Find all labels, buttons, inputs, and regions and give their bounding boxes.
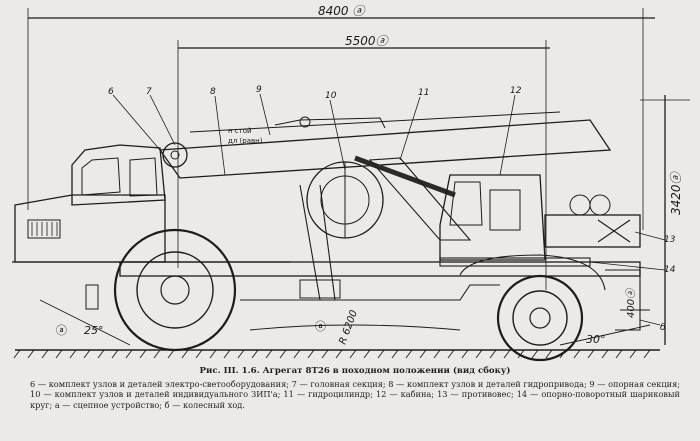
turn-radius-label: R 6200	[337, 309, 360, 346]
height-label: 3420ⓐ	[669, 170, 683, 215]
turn-radius-arc	[249, 324, 461, 331]
front-angle-label: 25°	[84, 324, 104, 337]
leader-b	[639, 319, 661, 326]
callout-8: 8	[210, 87, 216, 97]
caption-title: Рис. III. 1.6. Агрегат 8Т26 в походном п…	[199, 366, 511, 376]
leader-12	[499, 94, 516, 176]
rear-hitch	[605, 269, 641, 331]
leader-7	[149, 94, 176, 146]
rear-wheel	[496, 274, 584, 362]
operator-cabin-window	[449, 181, 483, 226]
counterweight	[544, 214, 641, 248]
rear-wheel-hub	[529, 307, 551, 329]
boom-hinge	[162, 142, 188, 168]
callout-14: 14	[664, 265, 676, 275]
leader-9	[259, 93, 271, 136]
circle-mark-front: ⓐ	[56, 324, 67, 337]
ground-hatching	[13, 349, 651, 359]
front-tow-hook	[85, 284, 99, 310]
cylinder-support	[368, 157, 472, 241]
lower-frame	[240, 284, 500, 301]
leader-13	[634, 231, 666, 241]
leader-6	[112, 94, 161, 151]
cab-body	[71, 144, 166, 206]
callout-10: 10	[325, 91, 337, 101]
winch-drum	[569, 194, 591, 216]
boom-top-rail	[189, 111, 561, 133]
callout-9: 9	[256, 85, 262, 95]
boom-pulley	[299, 116, 311, 128]
leader-11	[399, 96, 421, 161]
chassis-frame	[119, 261, 641, 277]
operator-cabin-door	[489, 189, 521, 231]
rear-angle-label: 30°	[586, 333, 606, 346]
radiator-grille	[27, 219, 61, 239]
callout-12: 12	[510, 86, 522, 96]
rear-wheel-rim	[512, 290, 568, 346]
figure-caption: Рис. III. 1.6. Агрегат 8Т26 в походном п…	[30, 366, 680, 410]
boom-text-2: дл (равн)	[228, 137, 263, 145]
operator-cabin	[439, 174, 546, 261]
callout-b: б	[660, 323, 666, 333]
leader-10	[329, 99, 346, 171]
cab-window	[81, 157, 121, 196]
rear-fender	[459, 254, 606, 291]
callout-11: 11	[418, 88, 429, 98]
boom-bracket	[274, 117, 386, 129]
front-wheel-hub	[160, 275, 190, 305]
caption-body: 6 — комплект узлов и деталей электро-све…	[30, 378, 680, 410]
callout-13: 13	[664, 235, 676, 245]
wheelbase-label: 5500ⓐ	[345, 34, 390, 48]
counterweight-cross	[597, 219, 631, 243]
leader-8	[214, 95, 226, 176]
callout-6: 6	[108, 87, 114, 97]
boom-text-1: н стой	[228, 127, 252, 135]
front-wheel	[113, 228, 237, 352]
winch-drum-2	[589, 194, 611, 216]
clearance-label: 400ⓐ	[625, 287, 637, 318]
crane-boom	[158, 119, 612, 179]
circle-mark-turn: ⓐ	[315, 320, 326, 333]
overall-length-label: 8400 ⓐ	[318, 4, 366, 18]
cab-door-window	[129, 157, 158, 197]
grille-slats	[31, 222, 58, 236]
boom-hinge-pin	[170, 150, 180, 160]
front-wheel-rim	[136, 251, 214, 329]
leader-14	[589, 261, 666, 271]
approach-angle-line	[39, 299, 131, 346]
callout-7: 7	[146, 87, 152, 97]
hydraulic-cylinder	[354, 155, 456, 198]
outrigger-leg	[299, 184, 336, 301]
outrigger-pad	[299, 279, 341, 299]
hood	[14, 194, 166, 263]
